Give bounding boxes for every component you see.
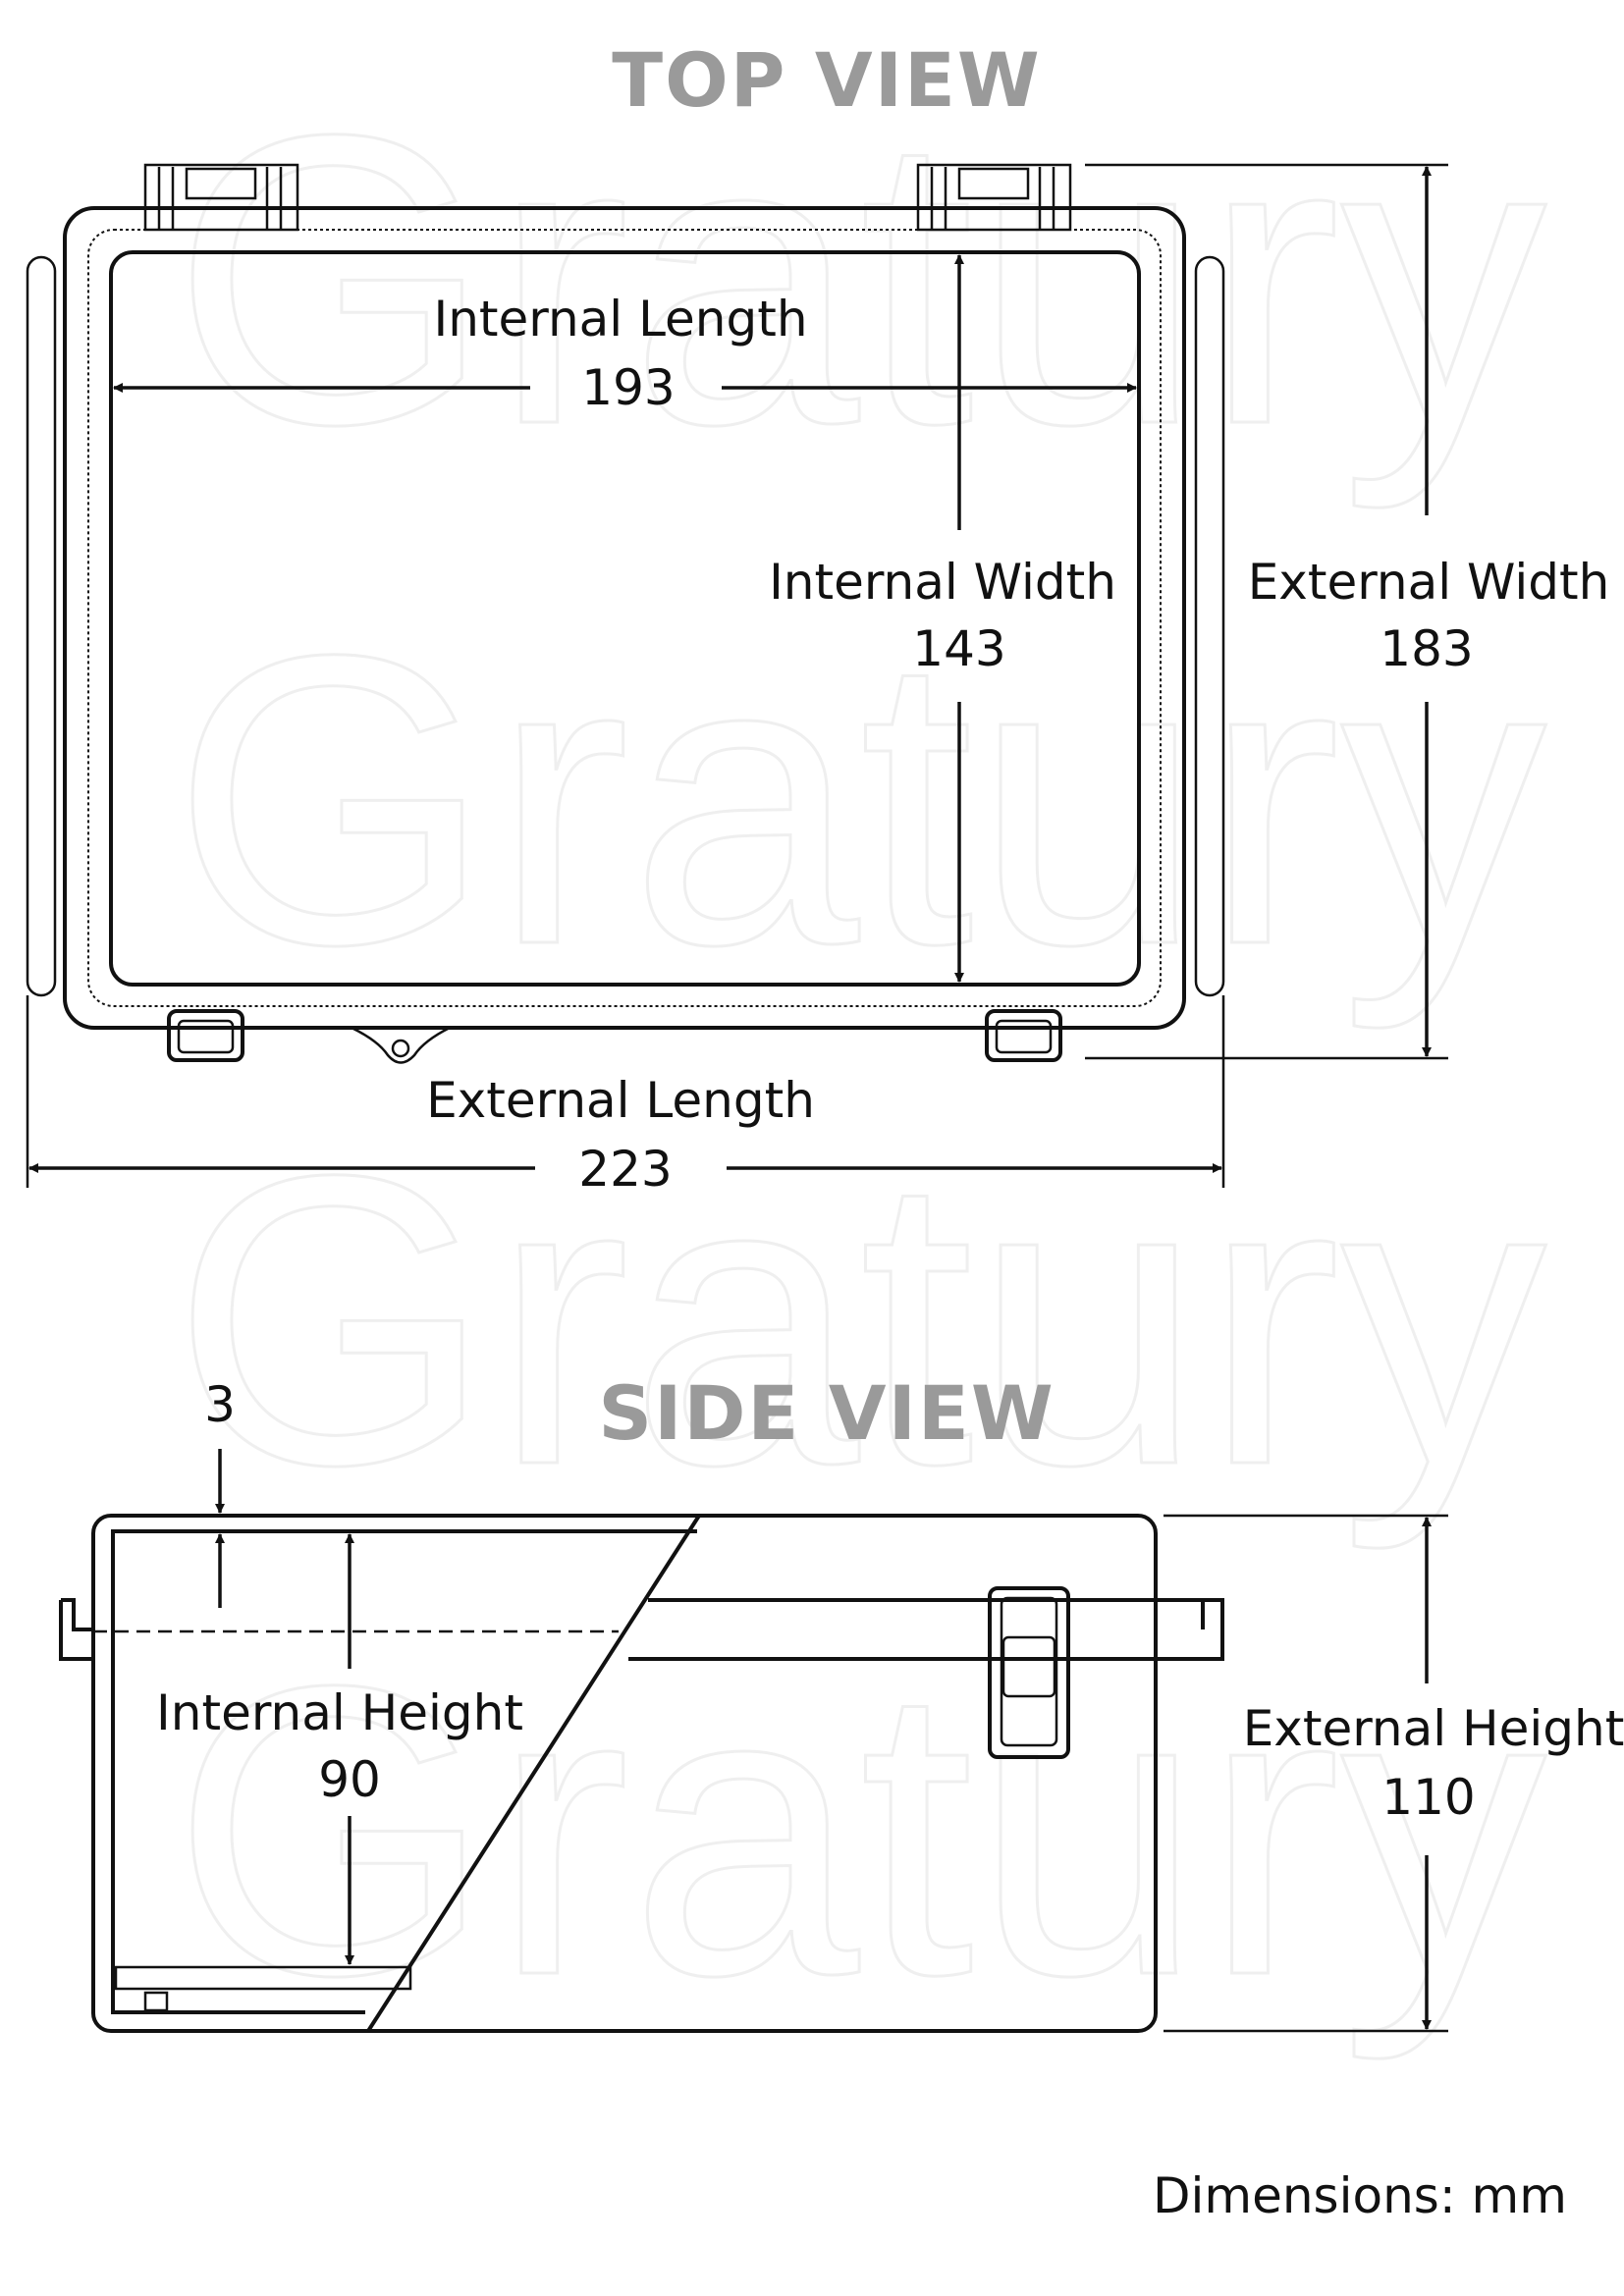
hinge-right (916, 163, 1072, 232)
latch-right (985, 1009, 1062, 1062)
external-height-label: External Height (1243, 1700, 1624, 1757)
external-height-dimension: External Height 110 (1164, 1514, 1624, 2033)
internal-height-label: Internal Height (156, 1684, 523, 1741)
internal-width-value: 143 (912, 620, 1005, 677)
watermark: Gratury Gratury Gratury Gratury (171, 49, 1548, 2065)
external-width-label: External Width (1248, 554, 1610, 611)
external-width-dimension: External Width 183 (1085, 163, 1610, 1060)
internal-width-label: Internal Width (769, 554, 1116, 611)
side-view-case (59, 1514, 1224, 2033)
internal-length-value: 193 (581, 359, 675, 416)
watermark-text-2: Gratury (172, 570, 1546, 1033)
watermark-text-1: Gratury (172, 50, 1546, 512)
latch-left (167, 1009, 244, 1062)
wall-thickness-value: 3 (204, 1376, 236, 1433)
hinge-left (143, 163, 299, 232)
wall-thickness-dimension: 3 (204, 1376, 236, 1608)
external-height-value: 110 (1381, 1769, 1475, 1826)
external-length-label: External Length (426, 1072, 815, 1129)
units-note: Dimensions: mm (1153, 2167, 1567, 2224)
top-view-case (26, 163, 1225, 1064)
internal-width-dimension: Internal Width 143 (769, 254, 1116, 983)
top-view-title: TOP VIEW (612, 36, 1041, 124)
watermark-text-4: Gratury (172, 1601, 1546, 2063)
watermark-text-3: Gratury (172, 1091, 1546, 1553)
lock-tab (351, 1026, 451, 1064)
side-view-title: SIDE VIEW (598, 1369, 1055, 1457)
external-width-value: 183 (1380, 620, 1473, 677)
external-length-dimension: External Length 223 (26, 995, 1225, 1198)
internal-height-value: 90 (318, 1751, 381, 1808)
side-latch (988, 1586, 1070, 1759)
internal-length-dimension: Internal Length 193 (113, 291, 1137, 416)
internal-length-label: Internal Length (433, 291, 807, 347)
internal-height-dimension: Internal Height 90 (156, 1533, 523, 1965)
external-length-value: 223 (578, 1141, 672, 1198)
